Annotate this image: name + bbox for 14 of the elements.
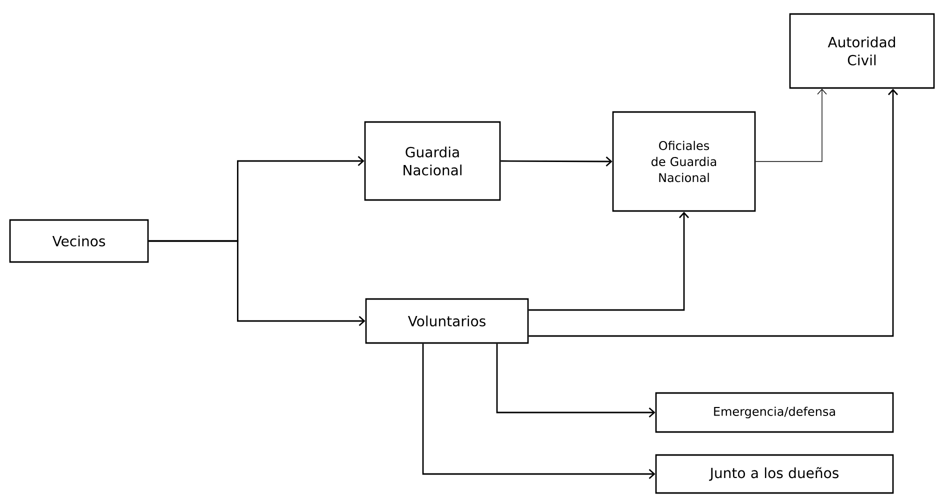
process-box: Voluntarios	[365, 298, 529, 344]
process-box: Oficiales de Guardia Nacional	[612, 111, 756, 212]
arrow	[148, 240, 366, 326]
arrow	[496, 344, 656, 418]
arrow	[528, 212, 690, 311]
process-box: Junto a los dueños	[655, 454, 894, 494]
arrow	[528, 88, 898, 337]
arrow	[500, 156, 612, 166]
process-box: Guardia Nacional	[364, 121, 501, 201]
arrow	[755, 88, 827, 162]
process-box: Vecinos	[9, 219, 149, 263]
process-box: Emergencia/defensa	[655, 392, 894, 433]
process-box: Autoridad Civil	[789, 13, 935, 89]
arrow	[422, 344, 656, 480]
